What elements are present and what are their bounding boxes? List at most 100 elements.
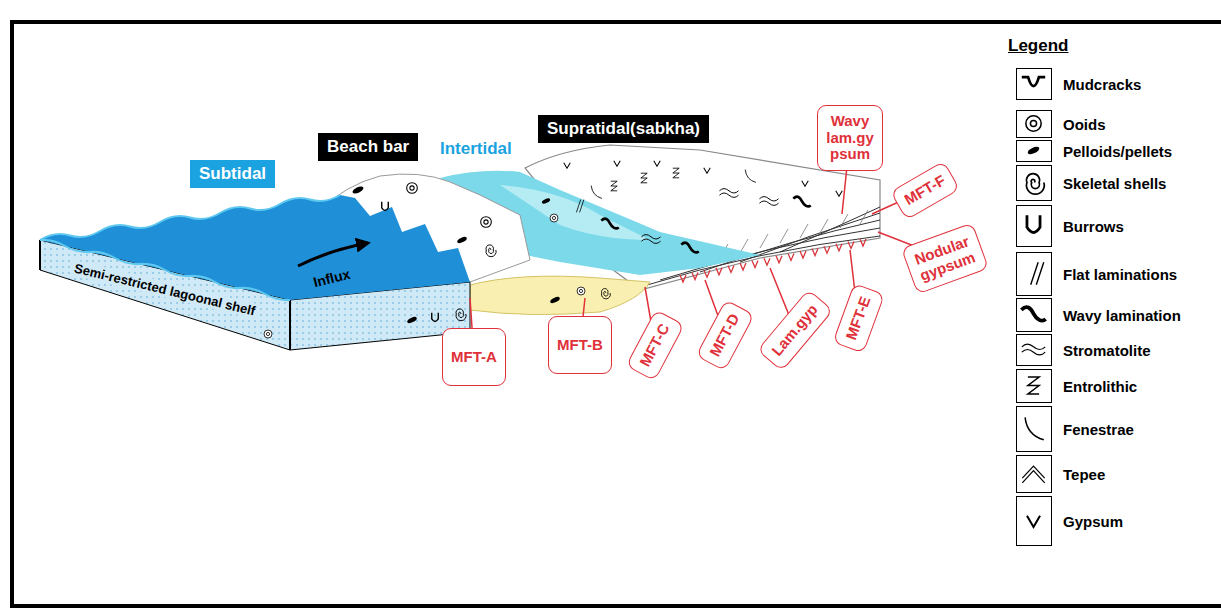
node-text: Supratidal(sabkha) [547, 119, 700, 139]
legend-swatch [1016, 140, 1052, 162]
legend-text: Pelloids/pellets [1063, 143, 1172, 160]
legend-swatch [1016, 406, 1052, 452]
stromatolite-symbol [719, 189, 738, 198]
node-text: Subtidal [199, 164, 266, 184]
facies-callout: MFT-E [832, 283, 884, 353]
node-text: MFT-E [843, 294, 874, 342]
legend-text: Flat laminations [1063, 266, 1177, 283]
legend-symbol-shape [1027, 516, 1040, 527]
shell-symbol [602, 289, 611, 299]
node-text: MFT-C [637, 321, 673, 369]
subtidal-sea [40, 195, 470, 300]
legend-swatch [1016, 496, 1052, 546]
lamination-symbol [576, 200, 583, 213]
zone-label: Intertidal [440, 139, 512, 159]
zone-tag: Beach bar [318, 133, 418, 161]
legend-symbol-shape [1027, 174, 1045, 195]
legend-swatch [1016, 369, 1052, 403]
facies-callout: Nodular gypsum [901, 222, 989, 294]
sea-surface-wave [40, 195, 340, 240]
legend-symbol [1017, 166, 1050, 199]
legend-symbol [1017, 497, 1050, 544]
legend-swatch [1016, 252, 1052, 296]
node-text: Lam.gyp [769, 301, 821, 359]
burrow-symbol [382, 202, 389, 211]
legend-symbol-shape [1026, 116, 1041, 131]
node-text: Wavy lam.gy psum [826, 113, 874, 163]
legend-text: Ooids [1063, 116, 1106, 133]
node-text: Nodular gypsum [912, 233, 977, 284]
shoal-lens [470, 276, 650, 314]
legend-symbol-shape [1022, 466, 1044, 483]
enterolithic-symbol [673, 168, 679, 178]
gypsum-symbol [836, 191, 843, 197]
wavy-lamination-symbol [601, 219, 618, 229]
node-text: MFT-F [902, 172, 948, 208]
pellet-symbol [456, 236, 467, 245]
fenestrae-symbol [745, 170, 756, 183]
legend-symbol-shape [1025, 417, 1044, 439]
influx-arrow [298, 243, 368, 266]
stromatolite-symbol [759, 197, 778, 206]
legend-symbol [1017, 407, 1050, 450]
legend-symbol [1017, 253, 1050, 294]
legend-text: Stromatolite [1063, 342, 1151, 359]
facies-callout: MFT-F [890, 160, 960, 219]
legend-text: Skeletal shells [1063, 175, 1166, 192]
hatch-lines [720, 210, 868, 258]
legend-symbol-shape [1022, 344, 1045, 355]
gypsum-symbol [654, 161, 661, 167]
legend-symbol-shape [1028, 377, 1039, 394]
legend-text: Entrolithic [1063, 378, 1137, 395]
ooid-symbol [264, 330, 272, 338]
shell-symbol [456, 309, 466, 321]
pellet-symbol [352, 185, 365, 195]
callout-pointer [470, 138, 945, 357]
legend-swatch [1016, 205, 1052, 247]
legend-swatch [1016, 110, 1052, 138]
legend-symbol-shape [1022, 77, 1045, 86]
facies-callout: MFT-D [696, 299, 755, 371]
legend-symbol [1017, 141, 1050, 160]
pellet-symbol [406, 316, 417, 325]
legend-symbol [1017, 69, 1050, 98]
facies-callout: MFT-A [442, 328, 506, 387]
legend-symbol-shape [1027, 145, 1041, 155]
legend-swatch [1016, 455, 1052, 493]
legend-swatch [1016, 334, 1052, 366]
legend-symbol [1017, 111, 1050, 136]
zone-tag: Subtidal [190, 160, 275, 188]
gypsum-symbol [704, 168, 711, 174]
legend-symbol [1017, 370, 1050, 401]
legend-text: Fenestrae [1063, 421, 1134, 438]
shell-symbol [486, 245, 496, 257]
enterolithic-symbol [641, 173, 647, 183]
legend-text: Burrows [1063, 218, 1124, 235]
enterolithic-symbol [611, 181, 617, 191]
legend-swatch [1016, 298, 1052, 332]
wavy-lamination-symbol [793, 197, 810, 207]
stromatolite-symbol [641, 235, 660, 244]
legend-text: Mudcracks [1063, 76, 1141, 93]
legend-symbol [1017, 206, 1050, 245]
pellet-symbol [549, 296, 560, 305]
legend-symbol-shape [1021, 307, 1045, 321]
legend-symbol [1017, 335, 1050, 364]
node-text: Beach bar [327, 137, 409, 157]
node-text: MFT-B [557, 337, 603, 354]
facies-callout: MFT-B [548, 316, 612, 375]
ooid-symbol [481, 217, 492, 228]
legend-symbol [1017, 456, 1050, 491]
gypsum-symbol [614, 161, 621, 167]
node-text: MFT-A [451, 349, 497, 366]
burrow-symbol [432, 313, 439, 322]
legend-symbol-shape [1027, 215, 1040, 232]
pellet-symbol [541, 197, 551, 204]
facies-callout: MFT-C [626, 309, 685, 381]
facies-callout: Wavy lam.gy psum [817, 105, 883, 171]
legend-heading: Legend [1008, 36, 1068, 56]
fenestrae-symbol [591, 186, 602, 199]
gypsum-symbol [564, 163, 571, 169]
legend-swatch [1016, 68, 1052, 100]
